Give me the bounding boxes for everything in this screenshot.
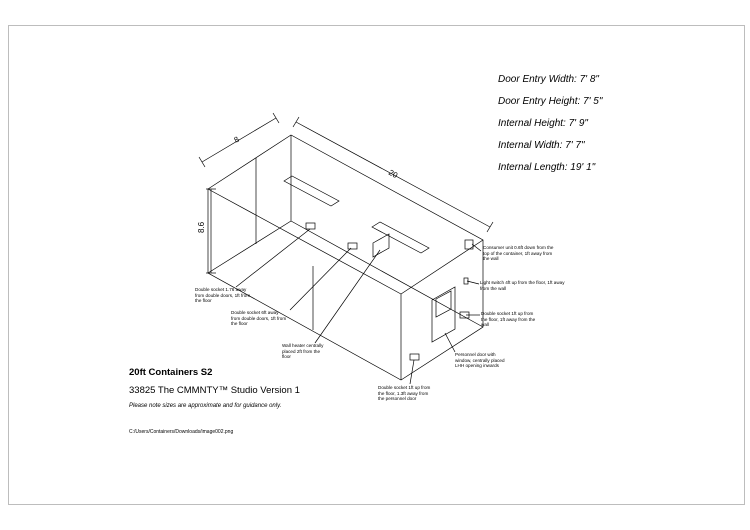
length-dim-label: 20 <box>387 168 400 180</box>
spec-internal-height: Internal Height: 7' 9" <box>498 118 588 129</box>
note-personnel-door: Personnel door with window, centrally pl… <box>455 352 505 369</box>
height-dim-label: 8.6 <box>197 221 206 233</box>
socket-bottom <box>409 353 420 361</box>
note-consumer-unit: Consumer unit 0.6ft down from the top of… <box>483 245 554 262</box>
back-floor-edge <box>207 220 292 274</box>
note-double-socket-right: Double socket 1ft up from the floor, 1ft… <box>481 311 536 328</box>
drawing-subtitle: 33825 The CMMNTY™ Studio Version 1 <box>129 385 300 396</box>
ceiling-panel-2 <box>371 221 430 254</box>
spec-internal-length: Internal Length: 19' 1" <box>498 162 596 173</box>
back-floor-edge-long <box>290 220 484 328</box>
file-path: C:/Users/Containers/Downloads/image002.p… <box>129 429 234 435</box>
width-dim-label: 8 <box>232 134 241 144</box>
note-wall-heater: Wall heater centrally placed 2ft from th… <box>282 343 324 360</box>
note-double-socket-1-76: Double socket 1.76 away from double door… <box>195 287 251 304</box>
spec-door-entry-width: Door Entry Width: 7' 8" <box>498 74 599 85</box>
wall-heater <box>372 233 390 258</box>
drawing-frame <box>8 25 745 505</box>
width-dim-line <box>201 117 277 163</box>
socket-1 <box>305 222 316 230</box>
personnel-door <box>431 286 456 343</box>
spec-internal-width: Internal Width: 7' 7" <box>498 140 585 151</box>
container-outline <box>207 134 484 381</box>
drawing-title: 20ft Containers S2 <box>129 367 213 378</box>
length-dim-line <box>295 121 491 228</box>
front-right-edge <box>400 239 484 295</box>
note-light-switch: Light switch 4ft up from the floor, 1ft … <box>480 280 565 291</box>
ceiling-panel-1 <box>283 175 340 207</box>
door-window <box>435 290 452 318</box>
note-double-socket-6ft: Double socket 6ft away from double doors… <box>231 310 287 327</box>
socket-2 <box>347 242 358 250</box>
disclaimer-note: Please note sizes are approximate and fo… <box>129 403 282 409</box>
spec-door-entry-height: Door Entry Height: 7' 5" <box>498 96 603 107</box>
front-top-edge <box>207 188 402 295</box>
note-double-socket-bottom: Double socket 1ft up from the floor, 1.3… <box>378 385 431 402</box>
